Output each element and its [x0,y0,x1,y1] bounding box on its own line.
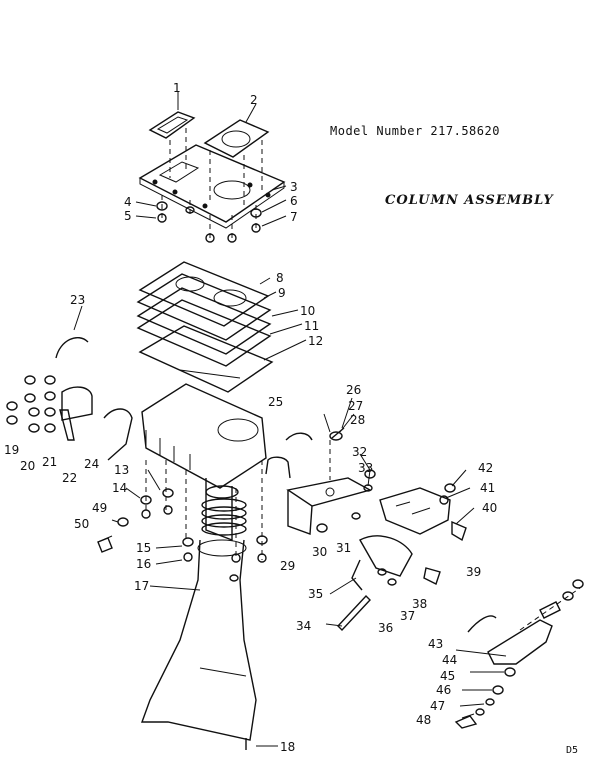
callout-33: 33 [358,461,373,475]
right-arm-assembly [454,579,584,729]
callout-36: 36 [378,621,393,635]
left-clamp-assembly [6,337,133,461]
part-12-plate [138,325,274,393]
column-housing [141,383,267,542]
part-2-gasket-plate [203,119,270,158]
callout-50: 50 [74,517,89,531]
callout-46: 46 [436,683,451,697]
part-11-gasket [136,299,272,367]
callout-17: 17 [134,579,149,593]
callout-21: 21 [42,455,57,469]
callout-11: 11 [304,319,319,333]
callout-5: 5 [124,209,132,223]
callout-25: 25 [268,395,283,409]
callout-32: 32 [352,445,367,459]
callout-39: 39 [466,565,481,579]
callout-leaders [73,92,507,747]
callout-47: 47 [430,699,445,713]
model-number-label: Model Number 217.58620 [330,124,500,138]
fastener-7 [251,223,261,233]
callout-23: 23 [70,293,85,307]
part-40-bracket [379,487,451,535]
callout-8: 8 [276,271,284,285]
diagram-title: COLUMN ASSEMBLY [385,193,554,208]
part-3-cover-plate [138,144,286,229]
callout-31: 31 [336,541,351,555]
callout-49: 49 [92,501,107,515]
callout-13: 13 [114,463,129,477]
page-code: D5 [566,745,579,756]
callout-30: 30 [312,545,327,559]
callout-37: 37 [400,609,415,623]
callout-29: 29 [280,559,295,573]
part-29-mount-plate [286,477,372,535]
fastener-4 [156,201,168,211]
callout-3: 3 [290,180,298,194]
bellows [201,498,247,536]
callout-12: 12 [308,334,323,348]
callout-26: 26 [346,383,361,397]
fastener-6 [250,208,262,218]
callout-labels: 1 2 3 4 5 6 7 8 9 10 11 12 13 14 15 16 1… [4,81,497,754]
callout-16: 16 [136,557,151,571]
callout-28: 28 [350,413,365,427]
part-10-gasket [136,287,272,355]
part-9-plate [136,273,272,341]
callout-10: 10 [300,304,315,318]
callout-14: 14 [112,481,127,495]
callout-9: 9 [278,286,286,300]
callout-6: 6 [290,194,298,208]
callout-1: 1 [173,81,181,95]
fastener-5 [157,213,167,223]
callout-41: 41 [480,481,495,495]
callout-24: 24 [84,457,99,471]
callout-48: 48 [416,713,431,727]
callout-35: 35 [308,587,323,601]
callout-22: 22 [62,471,77,485]
callout-7: 7 [290,210,298,224]
callout-42: 42 [478,461,493,475]
callout-15: 15 [136,541,151,555]
callout-40: 40 [482,501,497,515]
part-8-plate [138,261,270,327]
callout-2: 2 [250,93,258,107]
callout-38: 38 [412,597,427,611]
callout-45: 45 [440,669,455,683]
part-1-inlet-plate [148,111,196,139]
callout-43: 43 [428,637,443,651]
callout-34: 34 [296,619,311,633]
part-36-swivel [351,535,413,591]
part-17-lower-column [141,539,257,741]
callout-19: 19 [4,443,19,457]
callout-44: 44 [442,653,457,667]
callout-18: 18 [280,740,295,754]
callout-27: 27 [348,399,363,413]
callout-20: 20 [20,459,35,473]
callout-4: 4 [124,195,132,209]
